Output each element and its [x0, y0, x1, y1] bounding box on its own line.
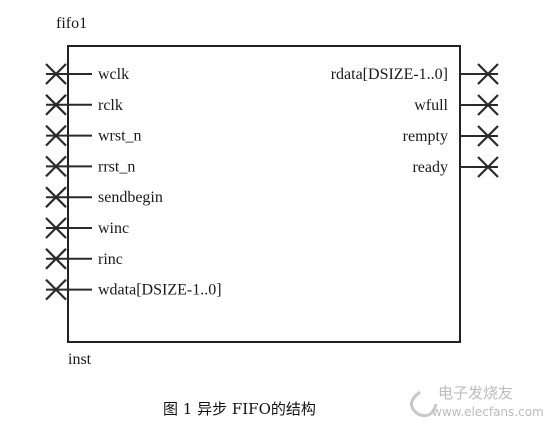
input-port: wrst_n: [45, 124, 142, 147]
input-port-label: rinc: [98, 251, 123, 268]
input-port-label: wrst_n: [98, 128, 142, 145]
module-box: [67, 45, 461, 343]
input-port-label: wdata[DSIZE-1..0]: [98, 282, 222, 299]
port-x-icon: [477, 156, 499, 178]
instance-label: inst: [68, 351, 92, 368]
output-port-label: rdata[DSIZE-1..0]: [331, 66, 448, 83]
port-x-icon: [477, 94, 499, 116]
input-port: wdata[DSIZE-1..0]: [45, 278, 222, 301]
figure-caption: 图 1 异步 FIFO的结构: [163, 400, 316, 418]
watermark-logo-icon: [410, 390, 438, 418]
watermark: 电子发烧友 www.elecfans.com: [410, 384, 544, 419]
input-port: wclk: [45, 63, 129, 85]
watermark-title: 电子发烧友: [438, 384, 513, 402]
watermark-url: www.elecfans.com: [432, 405, 544, 419]
output-port-label: rempty: [403, 128, 448, 145]
input-port: rinc: [45, 248, 123, 270]
output-ports: rdata[DSIZE-1..0] wfull rempty ready: [331, 63, 499, 178]
input-port-label: rrst_n: [98, 158, 135, 175]
output-port: wfull: [414, 94, 499, 116]
output-port-label: wfull: [414, 97, 448, 114]
input-port: winc: [45, 217, 129, 239]
input-port: rclk: [45, 94, 123, 116]
output-port: rdata[DSIZE-1..0]: [331, 63, 499, 85]
input-port: sendbegin: [45, 186, 163, 208]
input-port-label: sendbegin: [98, 189, 163, 206]
input-port: rrst_n: [45, 155, 135, 178]
input-port-label: wclk: [98, 66, 129, 83]
output-port: ready: [412, 156, 499, 178]
output-port: rempty: [403, 125, 499, 147]
input-ports: wclk rclk wrst_n rrst_n sendbegin winc rinc wda…: [45, 63, 222, 301]
port-x-icon: [477, 125, 499, 147]
input-port-label: rclk: [98, 97, 123, 114]
port-x-icon: [477, 63, 499, 85]
instance-name: fifo1: [56, 15, 87, 32]
input-port-label: winc: [98, 220, 129, 237]
output-port-label: ready: [412, 159, 448, 176]
